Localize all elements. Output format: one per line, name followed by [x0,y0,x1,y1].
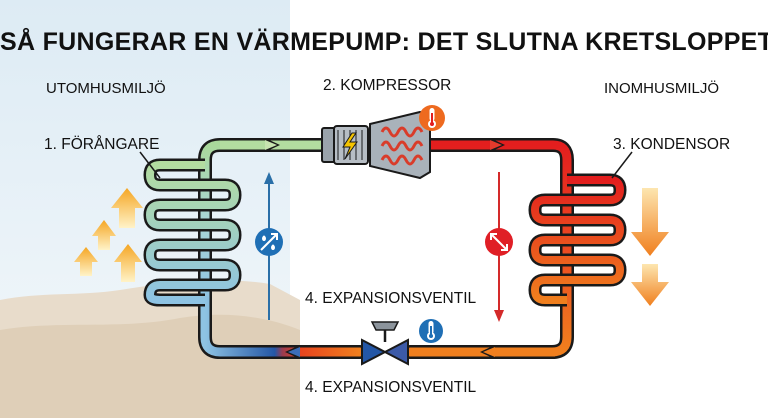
condenser-pointer [611,151,633,179]
pipe-left [200,140,335,305]
condenser-coil [528,173,627,307]
outdoor-zone-label: UTOMHUSMILJÖ [46,80,166,97]
indoor-zone-label: INOMHUSMILJÖ [604,80,720,97]
condenser-label: 3. KONDENSOR [613,136,731,153]
evaporator-pointer [139,151,161,179]
compressor-label: 2. KOMPRESSOR [323,77,452,94]
expansion-valve-label-bottom: 4. EXPANSIONSVENTIL [305,379,477,396]
diagram-title: SÅ FUNGERAR EN VÄRMEPUMP: DET SLUTNA KRE… [0,28,768,56]
evaporator-label: 1. FÖRÅNGARE [44,136,160,153]
evaporator-coil [143,158,242,307]
thermometer-cold-icon [419,319,443,343]
thermometer-hot-icon [419,105,445,131]
expand-droplet-icon [255,228,283,256]
lightning-bolt-icon [342,132,358,160]
pipe-right [405,140,572,357]
expansion-valve-label-top: 4. EXPANSIONSVENTIL [305,290,477,307]
compress-arrows-icon [485,228,513,256]
compressor [321,110,431,180]
outdoor-heat-arrows [74,188,143,282]
expansion-valve [361,321,409,366]
indoor-heat-arrows [631,188,669,306]
